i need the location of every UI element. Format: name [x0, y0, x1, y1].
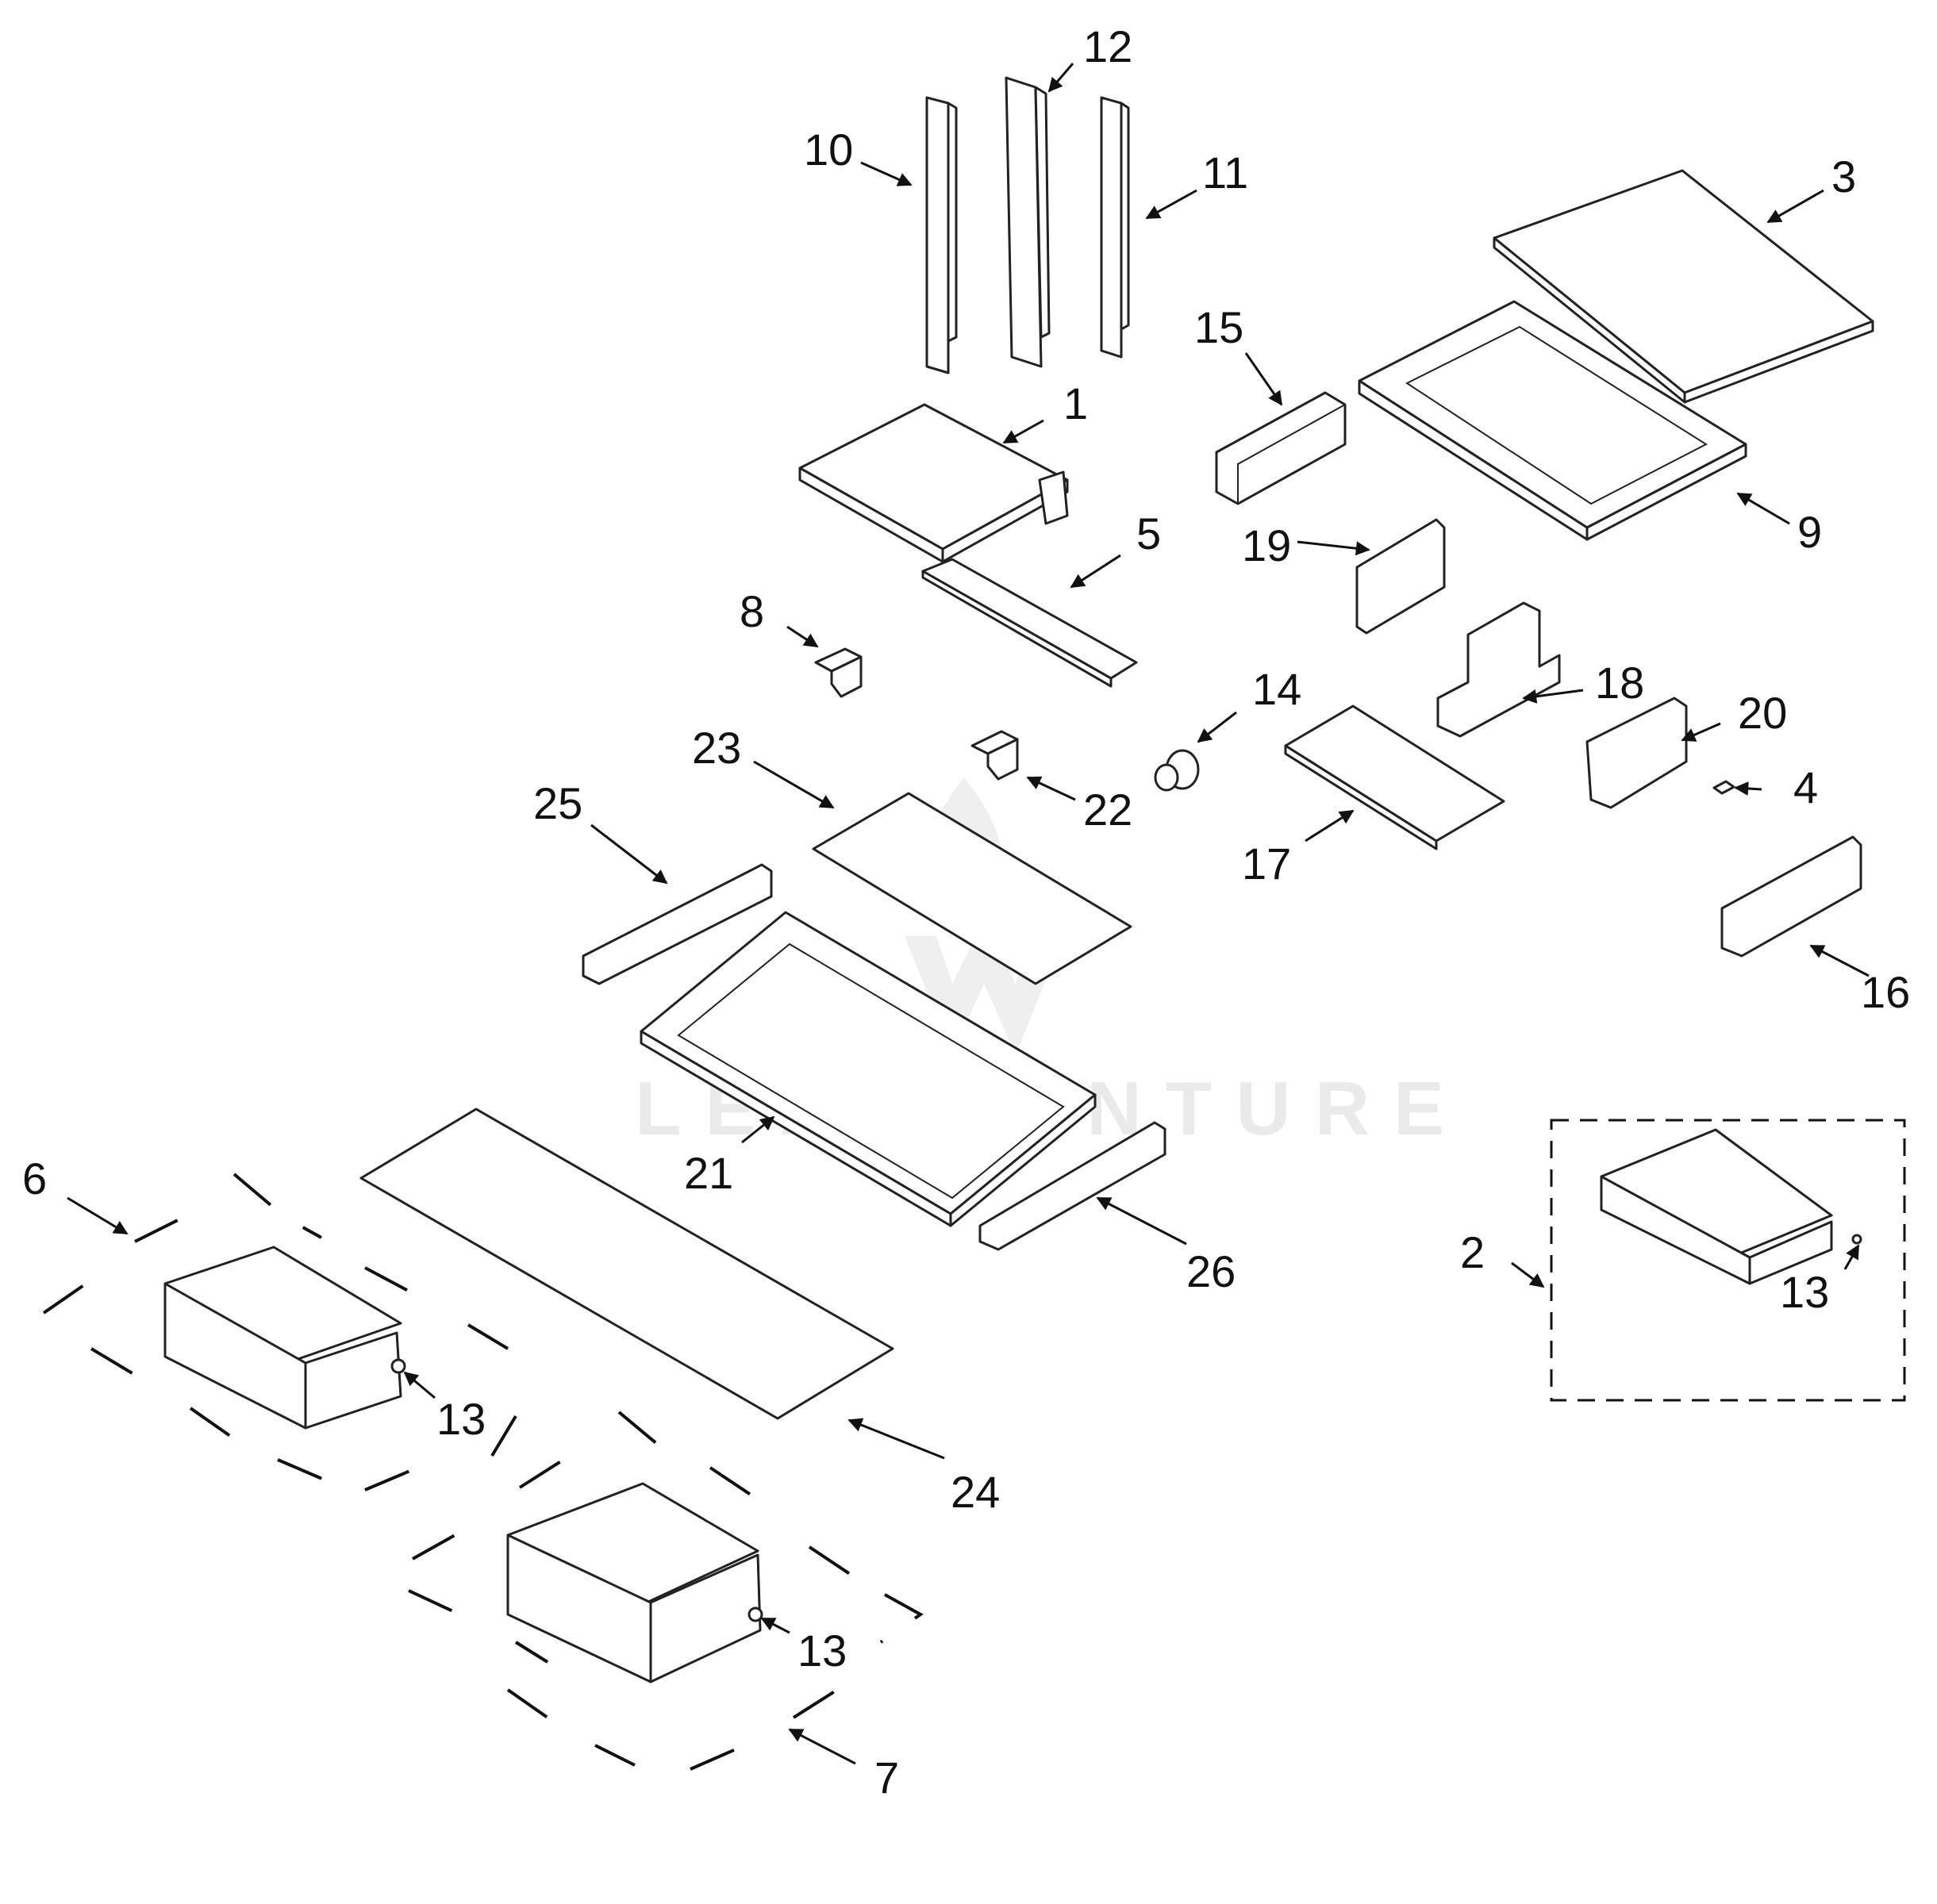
part-knob-13a	[390, 1358, 406, 1374]
callout-11: 11	[1202, 148, 1248, 198]
phantom-lines	[42, 1173, 924, 1771]
callout-18: 18	[1595, 658, 1644, 708]
callout-23: 23	[692, 723, 741, 773]
callout-24: 24	[951, 1467, 1000, 1517]
callout-17: 17	[1242, 839, 1291, 889]
callout-25: 25	[533, 778, 582, 828]
part-bracket-18	[1436, 601, 1561, 738]
part-rail-25	[582, 863, 773, 985]
part-drawer-2	[1600, 1128, 1833, 1285]
part-glass-23	[812, 792, 1132, 985]
callout-19: 19	[1242, 520, 1291, 570]
callout-14: 14	[1252, 664, 1301, 714]
part-clip-8	[814, 647, 863, 698]
part-drawer-6	[163, 1246, 402, 1430]
part-rail-left	[925, 96, 958, 374]
part-clip-22	[970, 730, 1019, 781]
callout-5: 5	[1136, 509, 1161, 559]
part-glass-panel	[1493, 169, 1874, 404]
part-drawer-7	[506, 1482, 762, 1683]
part-bracket-20	[1585, 697, 1688, 809]
callout-4: 4	[1793, 762, 1818, 812]
part-frame-21	[640, 911, 1097, 1227]
part-rail-center	[1005, 76, 1051, 368]
part-rail-right	[1100, 96, 1130, 359]
callout-12: 12	[1083, 21, 1132, 71]
part-2-dashed-box	[1550, 1119, 1906, 1402]
callout-13c: 13	[1780, 1267, 1829, 1317]
callout-16: 16	[1861, 967, 1910, 1017]
part-knob-13c	[1851, 1234, 1862, 1245]
part-knob-13b	[748, 1606, 763, 1622]
callout-26: 26	[1186, 1246, 1236, 1296]
callout-10: 10	[804, 125, 853, 175]
callout-13a: 13	[436, 1394, 486, 1444]
part-washer-4	[1712, 780, 1735, 795]
part-rail-26	[978, 1121, 1166, 1251]
callout-22: 22	[1083, 785, 1132, 835]
callout-6: 6	[22, 1154, 47, 1203]
leader-lines	[67, 63, 1870, 1765]
callout-2: 2	[1460, 1227, 1485, 1277]
part-glass-24	[359, 1107, 894, 1420]
part-bracket-19	[1355, 518, 1446, 635]
part-bracket-16	[1720, 835, 1862, 958]
callout-1: 1	[1063, 378, 1088, 428]
part-bracket-15	[1215, 391, 1347, 505]
callout-13b: 13	[797, 1626, 847, 1676]
part-knob-14	[1154, 749, 1200, 792]
callout-20: 20	[1738, 688, 1787, 738]
part-shelf-frame	[1358, 300, 1747, 541]
callout-15: 15	[1194, 302, 1243, 352]
part-tray-17	[1284, 704, 1505, 850]
callout-9: 9	[1797, 507, 1822, 557]
part-small-shelf	[798, 403, 1069, 563]
part-trim-strip	[921, 558, 1138, 688]
callout-21: 21	[684, 1148, 733, 1198]
callout-7: 7	[874, 1752, 899, 1802]
callout-3: 3	[1831, 152, 1856, 202]
callout-8: 8	[740, 586, 764, 636]
